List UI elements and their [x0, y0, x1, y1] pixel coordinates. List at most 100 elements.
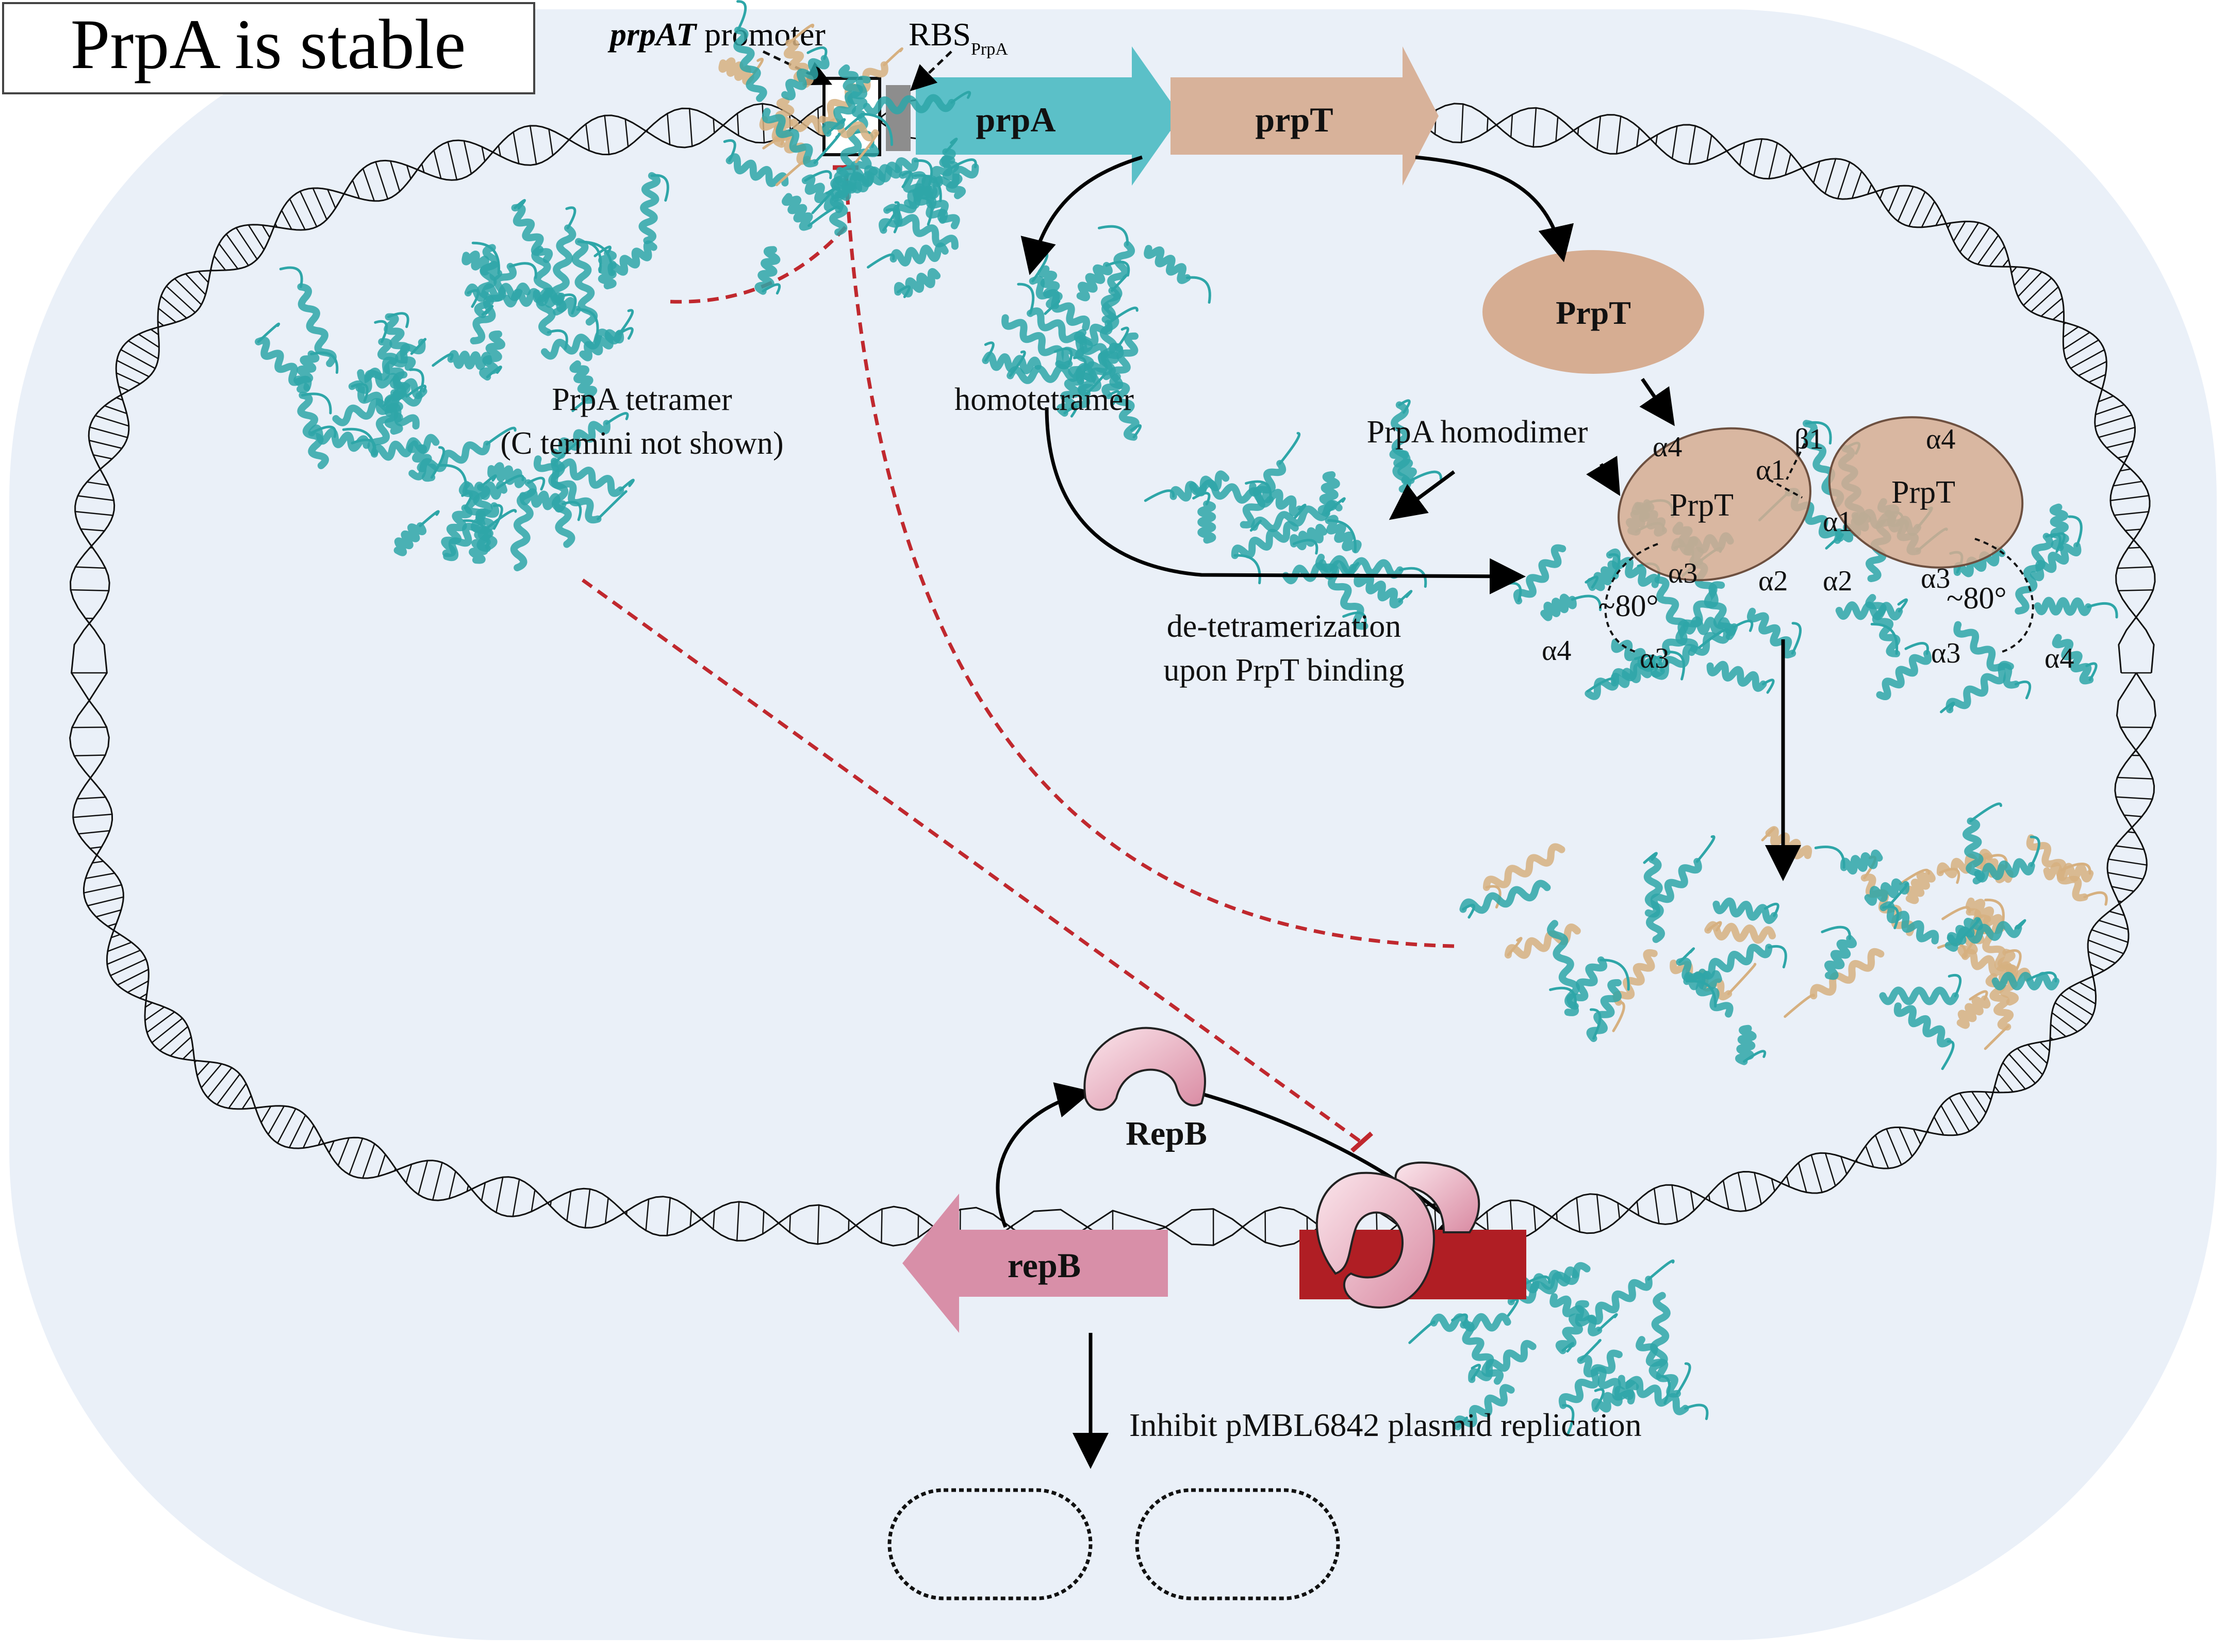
- promoter-teal-small-loop: [860, 112, 894, 146]
- prpA-tetramer-loop: [467, 289, 480, 308]
- complex-ribbon-right-loop: [1870, 622, 1899, 655]
- homodimer-structure-loop: [1410, 470, 1443, 482]
- plasmid-dna-ring: [69, 98, 2156, 1247]
- homotetramer-structure-helix: [1027, 307, 1108, 359]
- prpA-tetramer-third-loop: [492, 504, 503, 530]
- arrow-homotetramer-to-complex: [1045, 407, 1526, 594]
- inhibit-label: Inhibit pMBL6842 plasmid replication: [1129, 1407, 1642, 1443]
- text-labels: PrpA tetramer (C termini not shown) homo…: [500, 382, 1641, 1443]
- complex-prpT-left-label: PrpT: [1670, 488, 1734, 523]
- alpha3-lower-left: α3: [1640, 642, 1669, 674]
- prpA-tetramer-third-loop: [597, 490, 628, 521]
- prpA-tetramer-third-loop: [619, 478, 635, 491]
- complex-ribbon-right-helix: [2034, 597, 2092, 616]
- complex-ribbon-left-helix: [1606, 548, 1659, 588]
- promoter-italic: prpAT: [607, 16, 698, 53]
- angle-left-label: ~80°: [1598, 589, 1658, 623]
- rbs-label: RBSPrpA: [909, 16, 1008, 59]
- complex-prpT-right-label: PrpT: [1891, 475, 1955, 510]
- complex-structure-teal-loop: [1643, 852, 1658, 864]
- complex-structure-tan-loop: [1984, 1025, 2009, 1050]
- prpA-tetramer-second-helix: [297, 283, 337, 367]
- alpha3-upper-right: α3: [1921, 563, 1950, 594]
- prpA-tetramer-helix: [474, 244, 500, 319]
- prpA-tetramer-loop: [650, 174, 669, 202]
- protein-structures: [255, 0, 2118, 1436]
- homodimer-structure: [1144, 399, 1443, 630]
- prpA-tetramer-second-helix: [357, 368, 427, 399]
- complex-ribbon-left-loop: [1791, 622, 1802, 655]
- complex-structure-teal-loop: [1589, 1008, 1602, 1040]
- homotetramer-structure-loop: [1185, 276, 1211, 304]
- prpA-tetramer-third-helix: [393, 522, 426, 556]
- ori-block-bar: [1350, 1131, 1374, 1153]
- prpA-tetramer-second-loop: [405, 384, 427, 398]
- arrow-prpA-to-homotetramer: [1020, 155, 1143, 275]
- complex-structure-tan-loop: [2083, 891, 2108, 906]
- prpA-tetramer-second-helix: [384, 313, 416, 371]
- ori-bound-tetramer-helix: [1618, 1375, 1689, 1415]
- homotetramer-structure-loop: [1107, 306, 1139, 325]
- promoter-word: promoter: [696, 16, 826, 53]
- prpA-tetramer-second-loop: [310, 425, 337, 438]
- dna-base-pairs: [70, 100, 2153, 1246]
- prpA-tetramer-third-loop: [553, 441, 579, 464]
- homotetramer-structure-loop: [1130, 424, 1142, 439]
- inhibition-line-complex-to-promoter: [844, 164, 1455, 948]
- homodimer-structure-helix: [1318, 555, 1404, 579]
- prpA-tetramer: [432, 172, 669, 412]
- complex-structure-tan-loop: [1761, 827, 1775, 841]
- tetramer-label-line2: (C termini not shown): [500, 426, 783, 461]
- homotetramer-structure-loop: [1116, 326, 1129, 349]
- prpA-tetramer-third-loop: [484, 509, 517, 531]
- ori-bound-tetramer-helix: [1555, 1300, 1590, 1354]
- ori-bound-tetramer-loop: [1684, 1403, 1709, 1420]
- ori-bound-tetramer-helix: [1577, 1354, 1636, 1405]
- complex-structure-teal-loop: [1814, 846, 1845, 869]
- promoter-bound-tetramer-helix: [939, 148, 966, 200]
- complex-structure-teal-helix: [1735, 1025, 1757, 1065]
- rbs-subscript: PrpA: [971, 40, 1008, 59]
- prpA-tetramer-third-loop: [562, 501, 582, 521]
- complex-structure-teal-helix: [1676, 957, 1734, 1018]
- prpA-tetramer-third-helix: [551, 420, 611, 459]
- ori-bound-tetramer-helix: [1558, 1349, 1623, 1409]
- homodimer-structure-helix: [1250, 500, 1343, 533]
- complex-ribbon-right-helix: [1865, 594, 1901, 657]
- complex-structure-teal-loop: [1941, 1040, 1955, 1070]
- prpA-tetramer-helix: [598, 250, 617, 290]
- prpA-tetramer-third-helix: [469, 526, 493, 564]
- title-box: [2, 2, 535, 94]
- prpA-tetramer-helix: [479, 331, 505, 381]
- homotetramer-structure-helix: [1029, 276, 1091, 331]
- prpA-tetramer-loop: [486, 366, 502, 378]
- repB-protein-label: RepB: [1126, 1115, 1207, 1152]
- promoter-bound-tetramer-helix: [899, 170, 948, 224]
- ori-bound-tetramer-loop: [1408, 1320, 1436, 1344]
- prpA-tetramer-third-helix: [443, 502, 500, 561]
- complex-structure-tan-loop: [1507, 937, 1523, 956]
- ori-bound-tetramer-loop: [1470, 1363, 1481, 1381]
- prpA-tetramer-helix: [607, 240, 657, 276]
- repB-protein-free: [1083, 1027, 1206, 1111]
- complex-ribbon-right-helix: [2052, 634, 2094, 685]
- promoter-teal-small-helix: [838, 64, 868, 118]
- ori-bound-tetramer-helix: [1468, 1340, 1537, 1383]
- rbs-box: [886, 85, 911, 151]
- promoter-tan-structure-loop: [787, 23, 815, 45]
- complex-structure-teal-loop: [1767, 945, 1787, 969]
- arrow-prpT-to-complex: [1639, 378, 1675, 426]
- promoter-tan-structure-loop: [762, 137, 784, 150]
- complex-structure-teal-loop: [1549, 986, 1577, 1007]
- inhibition-line-tetramer-to-ori: [581, 579, 1363, 1144]
- complex-prpT-left: [1618, 427, 1811, 582]
- prpA-tetramer-second-helix: [297, 391, 329, 469]
- prpA-tetramer-helix: [569, 360, 598, 404]
- homodimer-structure-loop: [1292, 539, 1318, 555]
- complex-ribbon-right-loop: [2045, 533, 2062, 553]
- complex-structure-teal-helix: [1963, 817, 1985, 885]
- complex-structure-teal-helix: [1864, 878, 1910, 906]
- ori-bound-tetramer-loop: [1561, 1404, 1575, 1436]
- complex-ribbon-left-loop: [1697, 629, 1728, 649]
- homodimer-structure-helix: [1389, 447, 1417, 485]
